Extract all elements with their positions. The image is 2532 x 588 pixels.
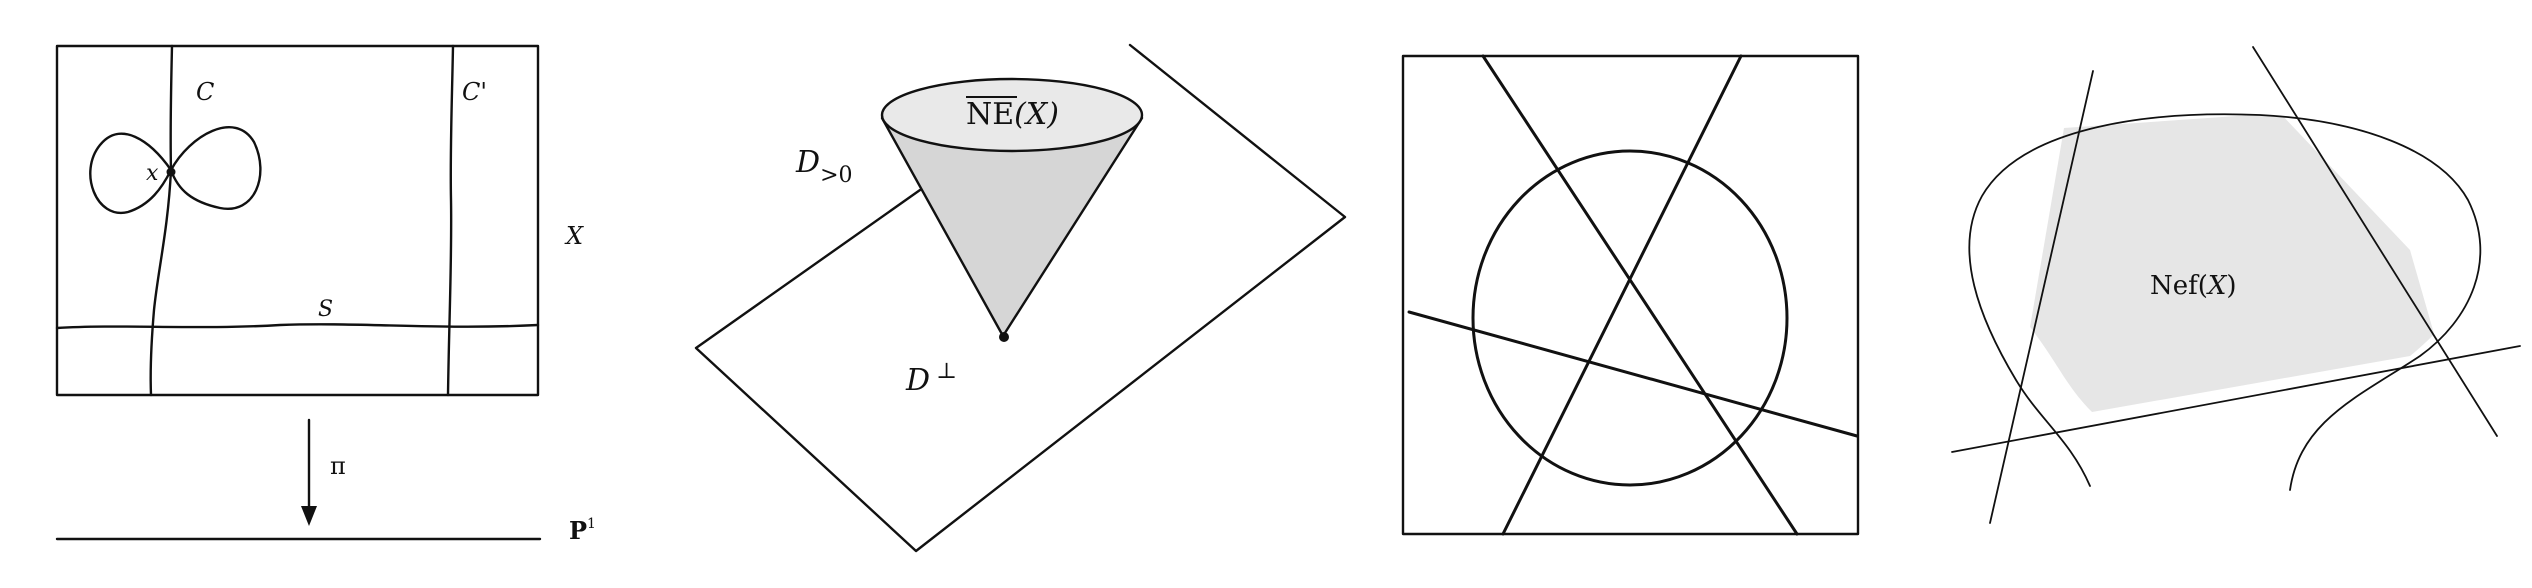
- fibration-panel: C C' x S X π P1: [55, 44, 596, 545]
- right-loop: [169, 126, 262, 210]
- label-half-space: D>0: [795, 145, 853, 188]
- label-section-s: S: [318, 297, 333, 322]
- fiber-curve-c-prime: [446, 44, 455, 397]
- label-curve-c: C: [196, 78, 214, 106]
- label-point-x: x: [146, 161, 159, 186]
- label-base-p1-exponent: 1: [587, 516, 596, 532]
- hyperplane-d-perp: [694, 43, 1347, 553]
- nef-bounding-curve: [1968, 113, 2482, 491]
- fiber-curve-c: [149, 44, 174, 397]
- lines-circle-box: [1401, 54, 1860, 536]
- lines-circle-panel: [1401, 54, 1860, 536]
- projection-arrowhead: [301, 506, 317, 526]
- label-cone-ne: NE(X): [966, 97, 1059, 132]
- nef-line-3: [1951, 345, 2521, 453]
- section-curve-s: [55, 323, 540, 330]
- cone-vertex-point: [999, 332, 1009, 342]
- node-point-x: [166, 167, 176, 177]
- label-map-pi: π: [330, 452, 346, 480]
- line-descending-steep: [1481, 54, 1799, 536]
- label-hyperplane: D⊥: [905, 359, 957, 398]
- line-shallow: [1407, 310, 1859, 438]
- line-ascending-steep: [1501, 54, 1743, 536]
- label-base-p1: P1: [569, 516, 596, 545]
- nef-region-fill: [2021, 113, 2445, 412]
- circle-curve: [1471, 149, 1789, 487]
- nef-line-1: [1989, 70, 2094, 524]
- cone-top-ellipse: [880, 77, 1144, 153]
- surface-box: [55, 44, 540, 397]
- cone-panel: NE(X) D>0 D⊥: [694, 43, 1347, 553]
- label-surface-x: X: [564, 222, 584, 250]
- nef-line-2: [2252, 46, 2498, 437]
- label-curve-c-prime: C': [462, 78, 487, 106]
- left-loop: [89, 132, 173, 215]
- nef-panel: Nef(X): [1951, 46, 2521, 524]
- label-nef-x: Nef(X): [2150, 271, 2237, 301]
